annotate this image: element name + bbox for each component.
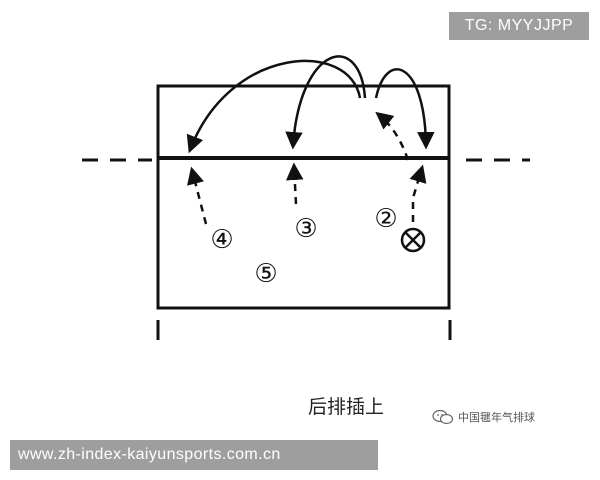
set-arc-right <box>374 68 435 150</box>
url-banner-label: www.zh-index-kaiyunsports.com.cn <box>18 446 281 463</box>
player3-run-arrow <box>285 162 304 205</box>
player-5-marker: ⑤ <box>254 259 277 289</box>
diagram-caption: 后排插上 <box>308 396 385 418</box>
player-3-marker: ③ <box>294 214 317 244</box>
wechat-icon <box>432 409 454 425</box>
url-banner[interactable]: www.zh-index-kaiyunsports.com.cn <box>10 440 378 470</box>
watermark-label: 中国毽年气排球 <box>458 411 535 424</box>
player-4-marker: ④ <box>210 225 233 255</box>
telegram-tag-label: TG: MYYJJPP <box>464 17 574 34</box>
telegram-tag: TG: MYYJJPP <box>449 12 589 40</box>
set-arc-left <box>186 59 362 154</box>
setter-x-icon <box>400 227 426 253</box>
player4-run-arrow <box>187 166 208 225</box>
watermark: 中国毽年气排球 <box>432 409 535 425</box>
court-outline <box>156 84 451 310</box>
setter-run-arrow <box>409 164 427 222</box>
ball-pass-arrow <box>375 111 410 161</box>
set-arc-middle <box>285 55 367 150</box>
player-2-marker: ② <box>374 204 397 234</box>
